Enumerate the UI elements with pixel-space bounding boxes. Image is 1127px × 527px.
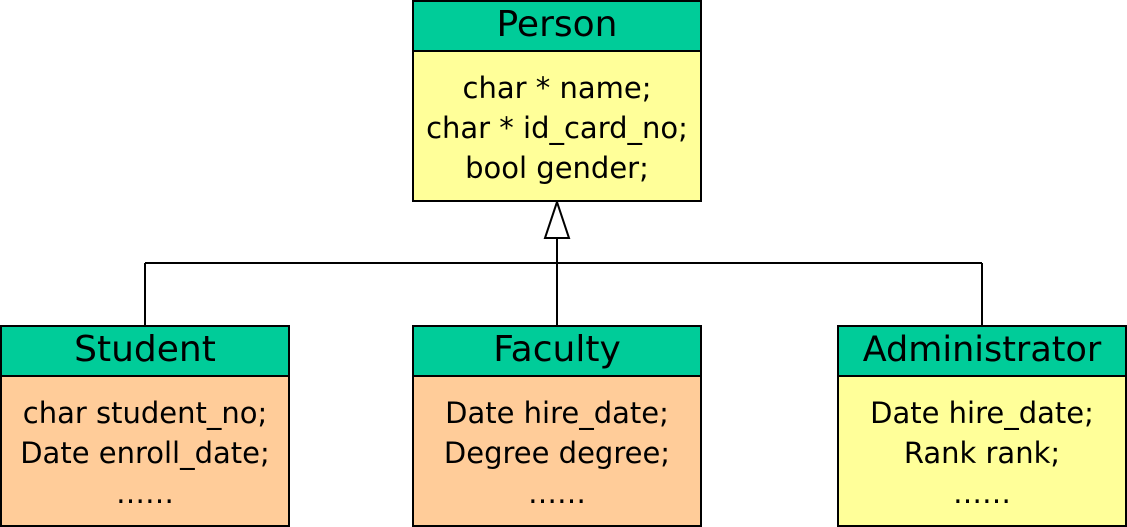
student-attribute-ellipsis: …… [116,476,174,510]
person-attributes: char * name; char * id_card_no; bool gen… [414,52,700,200]
person-class-name: Person [414,2,700,52]
person-attribute-gender: bool gender; [465,151,649,185]
student-attributes: char student_no; Date enroll_date; …… [2,377,288,525]
administrator-class-box[interactable]: Administrator Date hire_date; Rank rank;… [837,325,1127,527]
faculty-class-name: Faculty [414,327,700,377]
student-attribute-student-no: char student_no; [22,396,268,430]
administrator-attribute-hire-date: Date hire_date; [870,396,1094,430]
generalization-arrowhead-icon [543,198,571,239]
administrator-attributes: Date hire_date; Rank rank; …… [839,377,1125,525]
student-class-box[interactable]: Student char student_no; Date enroll_dat… [0,325,290,527]
administrator-class-name: Administrator [839,327,1125,377]
faculty-attribute-hire-date: Date hire_date; [445,396,669,430]
faculty-attributes: Date hire_date; Degree degree; …… [414,377,700,525]
administrator-attribute-rank: Rank rank; [903,436,1061,470]
person-attribute-id-card-no: char * id_card_no; [426,111,688,145]
student-class-name: Student [2,327,288,377]
person-attribute-name: char * name; [462,71,652,105]
faculty-attribute-degree: Degree degree; [443,436,671,470]
faculty-class-box[interactable]: Faculty Date hire_date; Degree degree; …… [412,325,702,527]
administrator-attribute-ellipsis: …… [953,476,1011,510]
faculty-attribute-ellipsis: …… [528,476,586,510]
student-attribute-enroll-date: Date enroll_date; [20,436,270,470]
person-class-box[interactable]: Person char * name; char * id_card_no; b… [412,0,702,202]
